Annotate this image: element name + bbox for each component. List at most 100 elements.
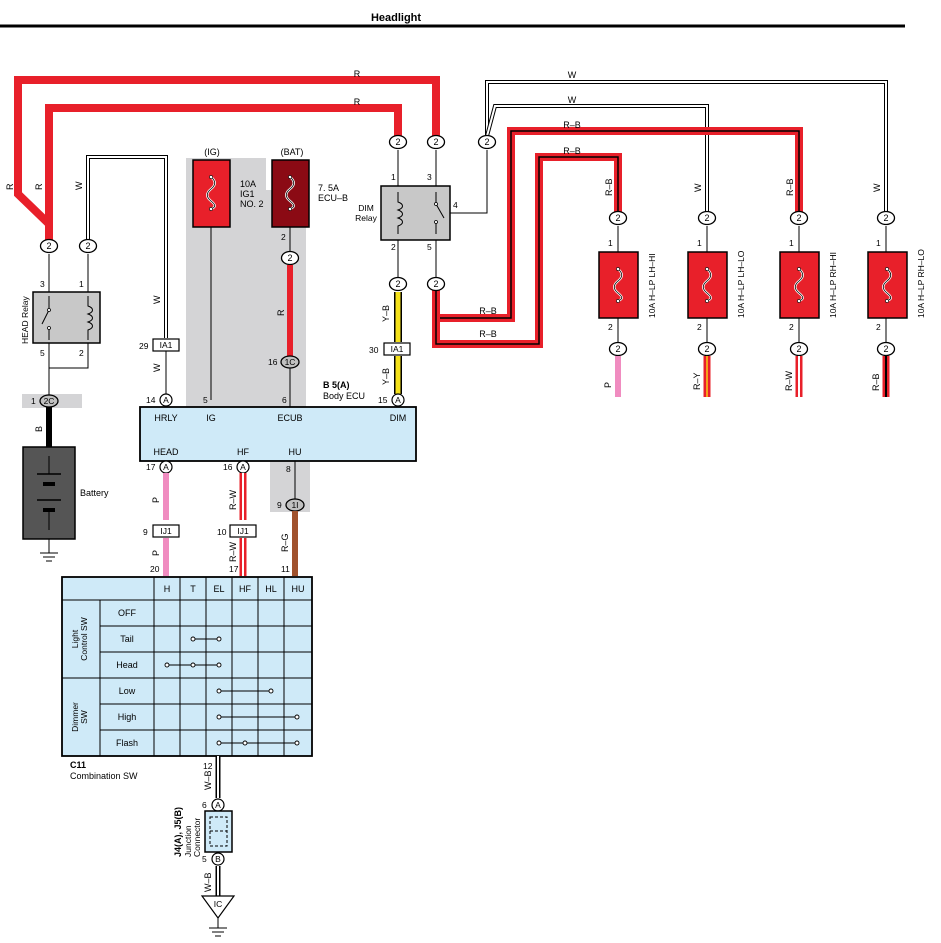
pin: 9: [277, 500, 282, 510]
terminal-a-label: A: [163, 462, 169, 472]
connector-2: 2: [796, 213, 801, 223]
pin: 16: [223, 462, 233, 472]
connector-2: 2: [796, 344, 801, 354]
fuse-ig-header: (IG): [204, 147, 220, 157]
connector-ia1-label: IA1: [391, 344, 404, 354]
col-header: HF: [239, 584, 251, 594]
junction-connector: [204, 810, 233, 853]
fuse-lhhi: [598, 251, 639, 319]
fuse-lhhi-label: 10A H–LP LH–HI: [647, 253, 657, 318]
connector-2: 2: [46, 241, 51, 251]
connector-2: 2: [883, 344, 888, 354]
connector-2: 2: [395, 279, 400, 289]
wire-label-rw: R–W: [228, 541, 238, 562]
ecu-terminal-hf: HF: [237, 447, 249, 457]
ecu-terminal-dim: DIM: [390, 413, 407, 423]
combo-code: C11: [70, 760, 86, 770]
head-relay: [32, 291, 101, 344]
dim-relay: [380, 185, 451, 241]
junction-code: J4(A), J5(B): [173, 807, 183, 857]
wire-label-b: B: [34, 426, 44, 432]
wire-label-rb: R–B: [479, 306, 497, 316]
wire-label-r: R: [354, 69, 361, 79]
ground-ic-label: IC: [214, 899, 223, 909]
pin: 15: [378, 395, 388, 405]
pin: 17: [146, 462, 156, 472]
connector-1c-label: 1C: [285, 357, 296, 367]
wire-label-wb: W–B: [203, 770, 213, 790]
fuse-bat-header: (BAT): [281, 147, 304, 157]
pin: 20: [150, 564, 160, 574]
wire-label-yb: Y–B: [381, 368, 391, 385]
ground-point-ic: [200, 895, 236, 920]
row-label: High: [118, 712, 137, 722]
fuse-rhlo: [867, 251, 908, 319]
row-label: Tail: [120, 634, 134, 644]
ecu-terminal-hrly: HRLY: [154, 413, 177, 423]
fuse-ig1: [192, 159, 231, 228]
wire-label-w: W: [568, 70, 577, 80]
fuse-rhhi: [779, 251, 820, 319]
row-label: Low: [119, 686, 136, 696]
ground-icon: [209, 918, 227, 937]
fuse-ig1-name2: NO. 2: [240, 199, 264, 209]
pin: 5: [40, 348, 45, 358]
pin: 6: [202, 800, 207, 810]
page-title: Headlight: [371, 12, 421, 24]
terminal-a-label: A: [240, 462, 246, 472]
wire-label-r: R: [354, 97, 361, 107]
ground-icon: [40, 539, 58, 562]
fuse-lhlo: [687, 251, 728, 319]
pin: 30: [369, 345, 379, 355]
connector-ij1-label: IJ1: [160, 526, 172, 536]
wire-red-inner: [45, 104, 402, 244]
wire-label-rb: R–B: [563, 146, 581, 156]
wire-label-rb: R–B: [604, 178, 614, 196]
pin: 1: [697, 238, 702, 248]
wire-label-rw: R–W: [228, 489, 238, 510]
combo-label: Combination SW: [70, 771, 138, 781]
wire-label-rb: R–B: [563, 120, 581, 130]
pin: 16: [268, 357, 278, 367]
group-label-dimmer: DimmerSW: [70, 702, 89, 732]
connector-2: 2: [883, 213, 888, 223]
pin: 14: [146, 395, 156, 405]
connector-2: 2: [433, 137, 438, 147]
switch-contacts: [164, 636, 300, 746]
ecu-terminal-ecub: ECUB: [277, 413, 302, 423]
connector-2: 2: [395, 137, 400, 147]
connector-2: 2: [484, 137, 489, 147]
wire-label-yb: Y–B: [381, 305, 391, 322]
wire-label-w: W: [693, 183, 703, 192]
wire-label-rb: R–B: [479, 329, 497, 339]
terminal-b-label: B: [215, 854, 221, 864]
head-relay-label: HEAD Relay: [20, 296, 30, 344]
body-ecu-label: Body ECU: [323, 391, 365, 401]
fuse-rhhi-label: 10A H–LP RH–HI: [828, 252, 838, 318]
switch-table: [61, 576, 313, 757]
wire-label-rb: R–B: [871, 373, 881, 391]
junction-label: Connector: [192, 818, 202, 857]
fuse-ecub-rating: 7. 5A: [318, 183, 339, 193]
wire-label-rb: R–B: [785, 178, 795, 196]
wire-label-p: P: [603, 382, 613, 388]
body-ecu: [139, 406, 417, 462]
fuse-lhlo-label: 10A H–LP LH–LO: [736, 250, 746, 318]
col-header: T: [190, 584, 196, 594]
connector-2: 2: [704, 344, 709, 354]
dim-relay-label: DIM: [358, 203, 374, 213]
pin: 3: [427, 172, 432, 182]
connector-ij1: [152, 524, 180, 538]
pin: 9: [143, 527, 148, 537]
pin: 12: [203, 761, 213, 771]
wire-label-w: W: [872, 183, 882, 192]
pin: 2: [789, 322, 794, 332]
wire-label-p: P: [151, 550, 161, 556]
ecu-terminal-head: HEAD: [153, 447, 179, 457]
pin: 5: [202, 854, 207, 864]
pin: 2: [79, 348, 84, 358]
group-label-light-control: LightControl SW: [70, 617, 89, 660]
fuse-rhlo-label: 10A H–LP RH–LO: [916, 249, 926, 318]
terminal-b: [211, 852, 225, 866]
col-header: HU: [292, 584, 305, 594]
